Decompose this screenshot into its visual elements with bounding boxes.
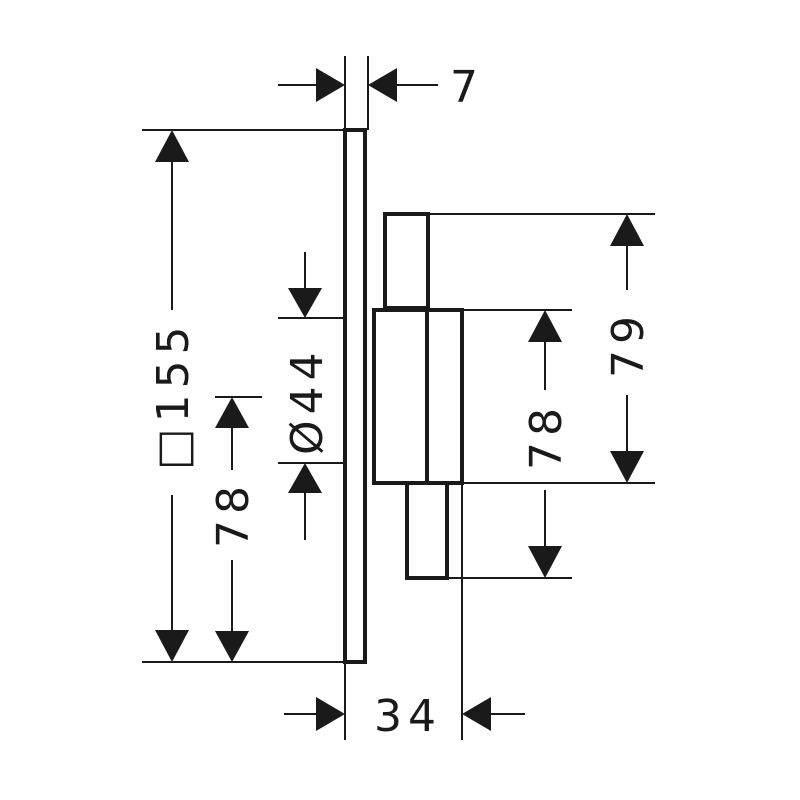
cover-plate <box>343 128 367 664</box>
knob-diameter-label: Ø44 <box>282 346 333 455</box>
dimension-plate-size: □155 <box>148 130 199 662</box>
dimension-plate-half: 78 <box>208 397 259 662</box>
dimension-knob-diameter: Ø44 <box>282 252 333 540</box>
plate-thickness-label: 7 <box>450 62 484 113</box>
lower-stem <box>405 481 449 580</box>
dimension-depth: 34 <box>284 691 525 742</box>
lower-height-label: 78 <box>521 402 572 470</box>
dimension-plate-thickness: 7 <box>278 62 484 113</box>
upper-height-label: 79 <box>603 310 654 378</box>
dimension-lower-height: 78 <box>521 310 572 578</box>
plate-half-label: 78 <box>208 480 259 548</box>
depth-label: 34 <box>374 691 442 742</box>
knob-body <box>372 308 464 485</box>
extension-lines <box>142 56 655 740</box>
upper-stem <box>383 212 430 310</box>
plate-size-label: □155 <box>148 320 199 470</box>
dimension-upper-height: 79 <box>603 214 654 483</box>
